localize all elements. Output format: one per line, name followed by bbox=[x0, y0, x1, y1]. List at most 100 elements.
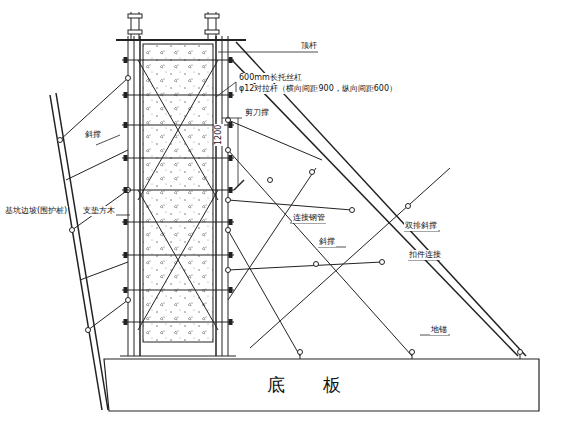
drawing-stroke bbox=[124, 220, 127, 225]
drawing-stroke bbox=[228, 262, 382, 270]
drawing-stroke bbox=[124, 288, 127, 293]
drawing-stroke bbox=[250, 168, 450, 348]
drawing-stroke bbox=[226, 228, 231, 233]
callout-label: 斜撑 bbox=[84, 130, 102, 140]
drawing-stroke bbox=[230, 58, 518, 356]
drawing-stroke bbox=[124, 58, 127, 63]
drawing-stroke bbox=[138, 60, 218, 200]
drawing-stroke bbox=[56, 93, 108, 410]
drawing-stroke bbox=[218, 52, 318, 53]
slab-shape bbox=[104, 359, 539, 411]
drawing-stroke bbox=[268, 178, 273, 183]
callout-label: 扣件连接 bbox=[408, 250, 442, 260]
drawing-stroke bbox=[229, 320, 232, 325]
drawing-stroke bbox=[226, 198, 231, 203]
callout-label: 支垫方木 bbox=[82, 206, 116, 216]
drawing-stroke bbox=[518, 350, 523, 355]
drawing-stroke bbox=[58, 76, 523, 355]
drawing-stroke bbox=[124, 123, 127, 128]
drawing-stroke bbox=[236, 82, 237, 92]
drawing-stroke bbox=[66, 150, 128, 180]
drawing-stroke bbox=[229, 93, 232, 98]
drawing-stroke bbox=[226, 148, 231, 153]
drawing-stroke bbox=[229, 220, 232, 225]
drawing-stroke bbox=[122, 59, 234, 60]
callout-label: 斜撑 bbox=[318, 237, 336, 247]
drawing-stroke bbox=[228, 168, 316, 300]
drawing-stroke bbox=[60, 78, 128, 140]
callout-label: 基坑边坡(围护桩) bbox=[4, 206, 68, 216]
drawing-stroke bbox=[380, 260, 385, 265]
drawing-stroke bbox=[128, 14, 142, 18]
drawing-stroke bbox=[50, 12, 526, 410]
drawing-stroke bbox=[229, 188, 232, 193]
drawing-stroke bbox=[229, 123, 232, 128]
drawing-stroke bbox=[124, 320, 127, 325]
drawing-stroke bbox=[350, 208, 355, 213]
drawing-stroke bbox=[128, 36, 129, 356]
drawing-stroke bbox=[88, 300, 128, 330]
drawing-stroke bbox=[222, 118, 242, 119]
drawing-stroke bbox=[406, 204, 411, 209]
drawing-stroke bbox=[122, 94, 234, 95]
drawing-stroke bbox=[120, 356, 236, 357]
drawing-stroke bbox=[410, 350, 415, 355]
drawing-stroke bbox=[126, 76, 131, 81]
drawing-stroke bbox=[138, 60, 218, 200]
drawing-stroke bbox=[122, 157, 234, 158]
drawing-stroke bbox=[228, 120, 322, 160]
drawing-stroke bbox=[122, 189, 234, 190]
drawing-stroke bbox=[229, 288, 232, 293]
drawing-stroke bbox=[134, 36, 135, 356]
callout-label: 剪刀撑 bbox=[244, 108, 270, 118]
drawing-stroke bbox=[70, 228, 75, 233]
drawing-stroke bbox=[298, 350, 303, 355]
drawing-stroke bbox=[122, 58, 234, 325]
drawing-stroke bbox=[122, 221, 234, 222]
drawing-stroke bbox=[72, 190, 128, 230]
callout-label: 地锚 bbox=[430, 325, 448, 335]
callout-label: φ12对拉杆（横向间距900，纵向间距600） bbox=[238, 84, 398, 94]
drawing-stroke bbox=[238, 118, 239, 186]
drawing-stroke bbox=[236, 42, 526, 356]
drawing-stroke bbox=[314, 262, 319, 267]
drawing-stroke bbox=[222, 36, 223, 356]
callout-label: 1200 bbox=[214, 124, 224, 146]
callout-label: 双排斜撑 bbox=[404, 221, 438, 231]
drawing-stroke bbox=[58, 138, 63, 143]
drawing-stroke bbox=[124, 156, 127, 161]
drawing-stroke bbox=[124, 188, 127, 193]
drawing-stroke bbox=[116, 39, 246, 41]
drawing-stroke bbox=[126, 298, 131, 303]
drawing-stroke bbox=[228, 36, 229, 356]
drawing-stroke bbox=[228, 200, 352, 210]
drawing-stroke bbox=[122, 289, 234, 290]
drawing-stroke bbox=[143, 44, 213, 342]
drawing-stroke bbox=[229, 253, 232, 258]
drawing-stroke bbox=[122, 321, 234, 322]
drawing-stroke bbox=[310, 170, 315, 175]
drawing-stroke bbox=[205, 14, 219, 18]
drawing-stroke bbox=[138, 190, 218, 330]
drawing-stroke bbox=[229, 58, 232, 63]
drawing-stroke bbox=[228, 150, 412, 356]
drawing-stroke bbox=[122, 254, 234, 255]
slab-label: 底板 bbox=[267, 373, 379, 397]
drawing-stroke bbox=[124, 253, 127, 258]
drawing-stroke bbox=[50, 95, 102, 410]
drawing-stroke bbox=[128, 30, 142, 34]
callout-label: 600mm长托丝杠 bbox=[238, 73, 303, 83]
drawing-stroke bbox=[138, 190, 218, 330]
drawing-stroke bbox=[86, 328, 91, 333]
drawing-stroke bbox=[80, 262, 128, 280]
drawing-stroke bbox=[226, 268, 231, 273]
base-slab: 底板 bbox=[103, 358, 543, 412]
drawing-stroke bbox=[228, 230, 300, 356]
drawing-stroke bbox=[205, 30, 219, 34]
drawing-stroke bbox=[124, 93, 127, 98]
drawing-stroke bbox=[234, 180, 244, 190]
drawing-stroke bbox=[229, 156, 232, 161]
callout-label: 顶杆 bbox=[300, 41, 318, 51]
callout-label: 连接钢管 bbox=[292, 213, 326, 223]
